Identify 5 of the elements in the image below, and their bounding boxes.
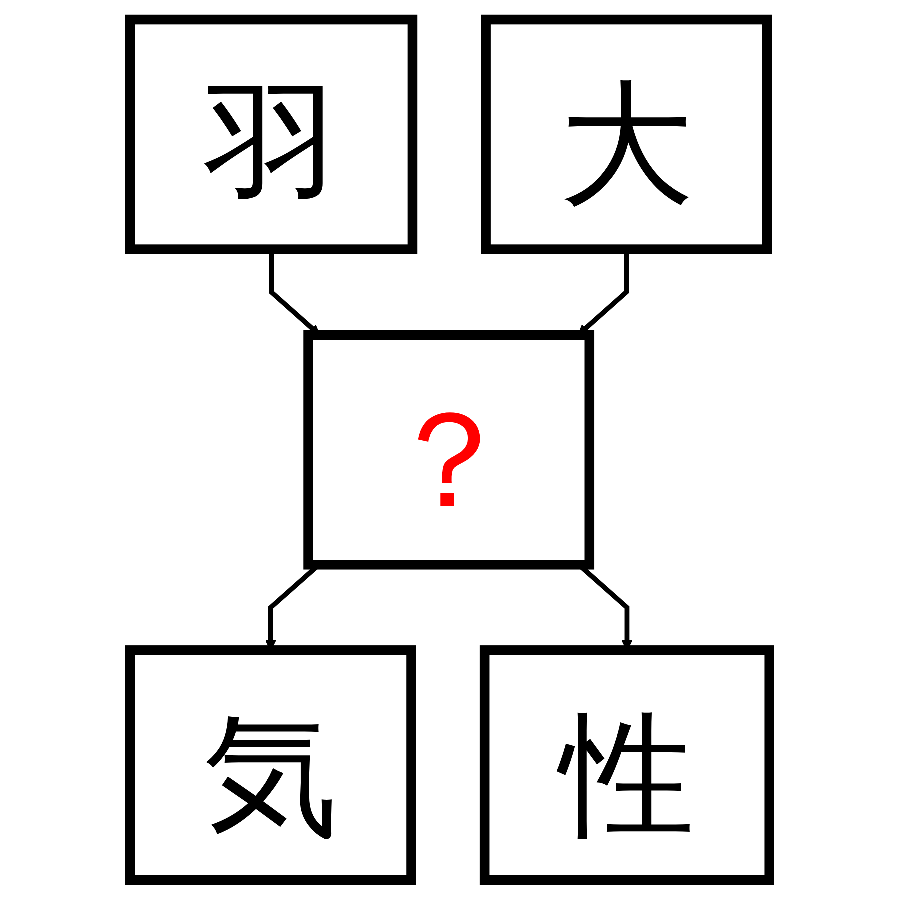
node-box: 気 [126,646,416,886]
node-box: 大 [481,14,772,254]
node-box: 羽 [126,14,418,254]
node-box: ？ [304,330,595,570]
node-box: 性 [480,646,774,886]
